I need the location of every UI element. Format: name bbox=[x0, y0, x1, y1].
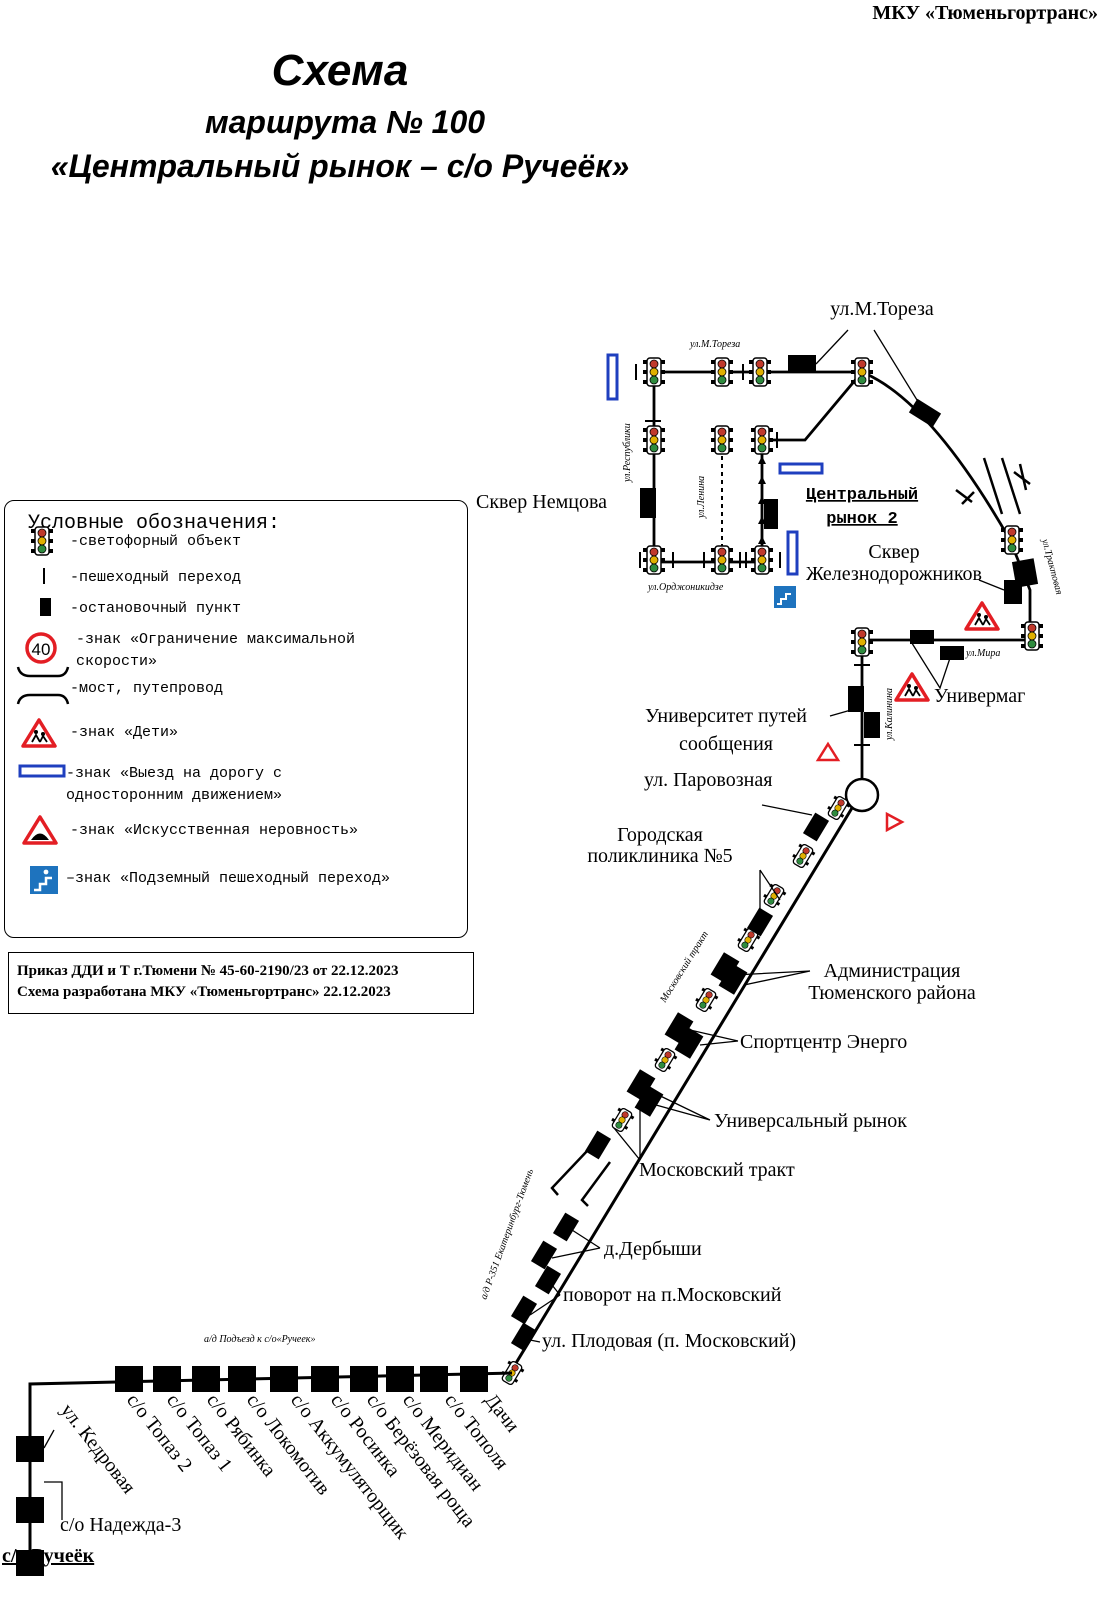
stop-label-skver-zhd-line2: Железнодорожников bbox=[806, 563, 982, 585]
stop-label-skver-zhd-line1: Сквер bbox=[868, 541, 919, 563]
speed-bump-sign-icon bbox=[22, 815, 58, 845]
organization-name: МКУ «Тюменьгортранс» bbox=[872, 2, 1098, 24]
traffic-light-icon bbox=[748, 357, 772, 387]
underpass-sign-icon bbox=[30, 866, 58, 894]
children-sign-icon bbox=[964, 601, 1000, 631]
traffic-light-icon bbox=[710, 545, 734, 575]
stop-label-central-market-line1: Центральный bbox=[806, 486, 918, 505]
stop-label-nadezhda3: с/о Надежда-3 bbox=[60, 1514, 181, 1536]
street-label-lenina: ул.Ленина bbox=[696, 476, 707, 519]
route-number: маршрута № 100 bbox=[204, 104, 486, 140]
stop-label-central-market-line2: рынок 2 bbox=[826, 510, 897, 529]
underpass-sign-icon bbox=[774, 586, 796, 608]
order-line-1: Приказ ДДИ и Т г.Тюмени № 45-60-2190/23 … bbox=[17, 963, 399, 979]
bridge-icon bbox=[955, 457, 1031, 515]
street-label-toreza: ул.М.Тореза bbox=[689, 339, 740, 350]
one-way-exit-sign-icon bbox=[778, 462, 824, 475]
street-label-respubliki: ул.Республики bbox=[622, 423, 633, 483]
stop-label-plodovaya: ул. Плодовая (п. Московский) bbox=[542, 1330, 796, 1352]
legend-item-children: -знак «Дети» bbox=[70, 724, 179, 741]
stop-label-parovoznaya: ул. Паровозная bbox=[644, 769, 772, 791]
traffic-light-icon bbox=[642, 357, 666, 387]
stop-label-skver-nemtsova: Сквер Немцова bbox=[476, 491, 607, 513]
street-label-mira: ул.Мира bbox=[965, 648, 1000, 659]
children-sign-icon bbox=[894, 672, 930, 702]
one-way-exit-sign-icon bbox=[786, 530, 799, 576]
bus-stop-icon bbox=[16, 1366, 488, 1576]
legend-item-speed-bump: -знак «Искусственная неровность» bbox=[70, 822, 359, 839]
street-label-podezd-rucheek: а/д Подъезд к с/о«Ручеек» bbox=[204, 1334, 315, 1345]
bus-stop-icon bbox=[640, 355, 1039, 738]
legend-box bbox=[4, 500, 468, 938]
traffic-light-icon bbox=[850, 627, 874, 657]
crosswalk-icon bbox=[635, 364, 870, 746]
stop-label-moskovsky-trakt: Московский тракт bbox=[639, 1159, 795, 1181]
street-label-ordzhonikidze: ул.Орджоникидзе bbox=[647, 582, 724, 593]
speed-bump-sign-icon bbox=[815, 741, 841, 762]
legend-title: Условные обозначения: bbox=[28, 512, 281, 535]
traffic-light-icon bbox=[642, 545, 666, 575]
stop-label-poliklinika-line1: Городская bbox=[617, 824, 703, 846]
order-box: Приказ ДДИ и Т г.Тюмени № 45-60-2190/23 … bbox=[8, 952, 474, 1014]
stop-label-rucheek: с/о Ручеёк bbox=[2, 1545, 95, 1567]
legend-item-bridge: -мост, путепровод bbox=[70, 680, 224, 697]
legend-item-traffic-light: -светофорный объект bbox=[70, 533, 242, 550]
traffic-light-icon bbox=[850, 357, 874, 387]
speed-limit-value: 40 bbox=[32, 640, 51, 659]
stop-label-povorot-moskovsky: поворот на п.Московский bbox=[563, 1284, 782, 1306]
one-way-exit-sign-icon bbox=[18, 764, 66, 778]
legend-item-bus-stop: -остановочный пункт bbox=[70, 600, 242, 617]
crosswalk-icon bbox=[43, 568, 45, 584]
stop-label-kedrovaya: ул. Кедровая bbox=[56, 1400, 140, 1498]
traffic-light-icon bbox=[710, 357, 734, 387]
street-label-kalinina: ул.Калинина bbox=[884, 688, 895, 741]
legend-item-one-way-exit: -знак «Выезд на дорогу с односторонним д… bbox=[66, 765, 283, 804]
bridge-icon bbox=[16, 666, 70, 705]
stop-leader-lines bbox=[43, 329, 1005, 1520]
page-title: Схема bbox=[271, 46, 409, 95]
order-line-2: Схема разработана МКУ «Тюменьгортранс» 2… bbox=[17, 984, 391, 1000]
stop-label-sportcenter: Спортцентр Энерго bbox=[740, 1031, 907, 1053]
stop-label-poliklinika-line2: поликлиника №5 bbox=[587, 845, 732, 867]
stop-label-derbyshi: д.Дербыши bbox=[604, 1238, 702, 1260]
bridge-icon bbox=[550, 1149, 612, 1207]
street-label-traktovaya: ул.Трактовая bbox=[1039, 537, 1065, 596]
roundabout bbox=[844, 777, 880, 813]
children-sign-icon bbox=[21, 718, 57, 748]
speed-limit-sign-icon: 40 bbox=[25, 632, 57, 664]
traffic-light-icon bbox=[750, 425, 774, 455]
speed-bump-sign-icon bbox=[885, 811, 905, 833]
legend-item-underpass: –знак «Подземный пешеходный переход» bbox=[66, 870, 391, 887]
traffic-light-icon bbox=[1020, 621, 1044, 651]
stop-label-toreza: ул.М.Тореза bbox=[830, 298, 934, 320]
bus-stop-icon bbox=[40, 598, 51, 616]
legend-item-crosswalk: -пешеходный переход bbox=[70, 569, 242, 586]
route-line-moskovsky bbox=[508, 807, 854, 1374]
stop-label-university-line1: Университет путей bbox=[645, 705, 807, 727]
bus-stop-icon bbox=[510, 812, 830, 1352]
stop-label-univermag: Универмаг bbox=[934, 685, 1025, 707]
traffic-light-icon bbox=[1000, 525, 1024, 555]
traffic-light-icon bbox=[750, 545, 774, 575]
stop-label-university-line2: сообщения bbox=[679, 733, 773, 755]
stop-label-administratsiya-line2: Тюменского района bbox=[808, 982, 976, 1004]
route-name: «Центральный рынок – с/о Ручеёк» bbox=[50, 148, 630, 184]
traffic-light-icon bbox=[642, 425, 666, 455]
traffic-light-icon bbox=[710, 425, 734, 455]
traffic-light-icon bbox=[30, 526, 54, 556]
legend-item-speed-limit: -знак «Ограничение максимальной скорости… bbox=[76, 631, 356, 670]
stop-label-administratsiya-line1: Администрация bbox=[824, 960, 961, 982]
stop-label-universal-market: Универсальный рынок bbox=[714, 1110, 907, 1132]
one-way-exit-sign-icon bbox=[606, 353, 619, 401]
street-label-highway-r351: а/д Р-351 Екатеринбург-Тюмень bbox=[478, 1167, 536, 1301]
